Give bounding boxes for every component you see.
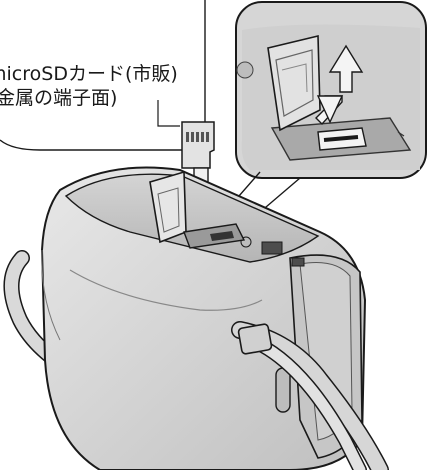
camcorder-illustration [3, 166, 389, 470]
callout-frame [0, 0, 206, 151]
callout-line-2: 金属の端子面) [0, 87, 118, 109]
double-arrow-icon [315, 44, 364, 126]
microsd-card-icon [181, 121, 215, 169]
callout-leader-line [157, 100, 180, 127]
magnified-slot-inset [235, 1, 427, 179]
callout-line-1: microSDカード(市販) [0, 63, 178, 85]
